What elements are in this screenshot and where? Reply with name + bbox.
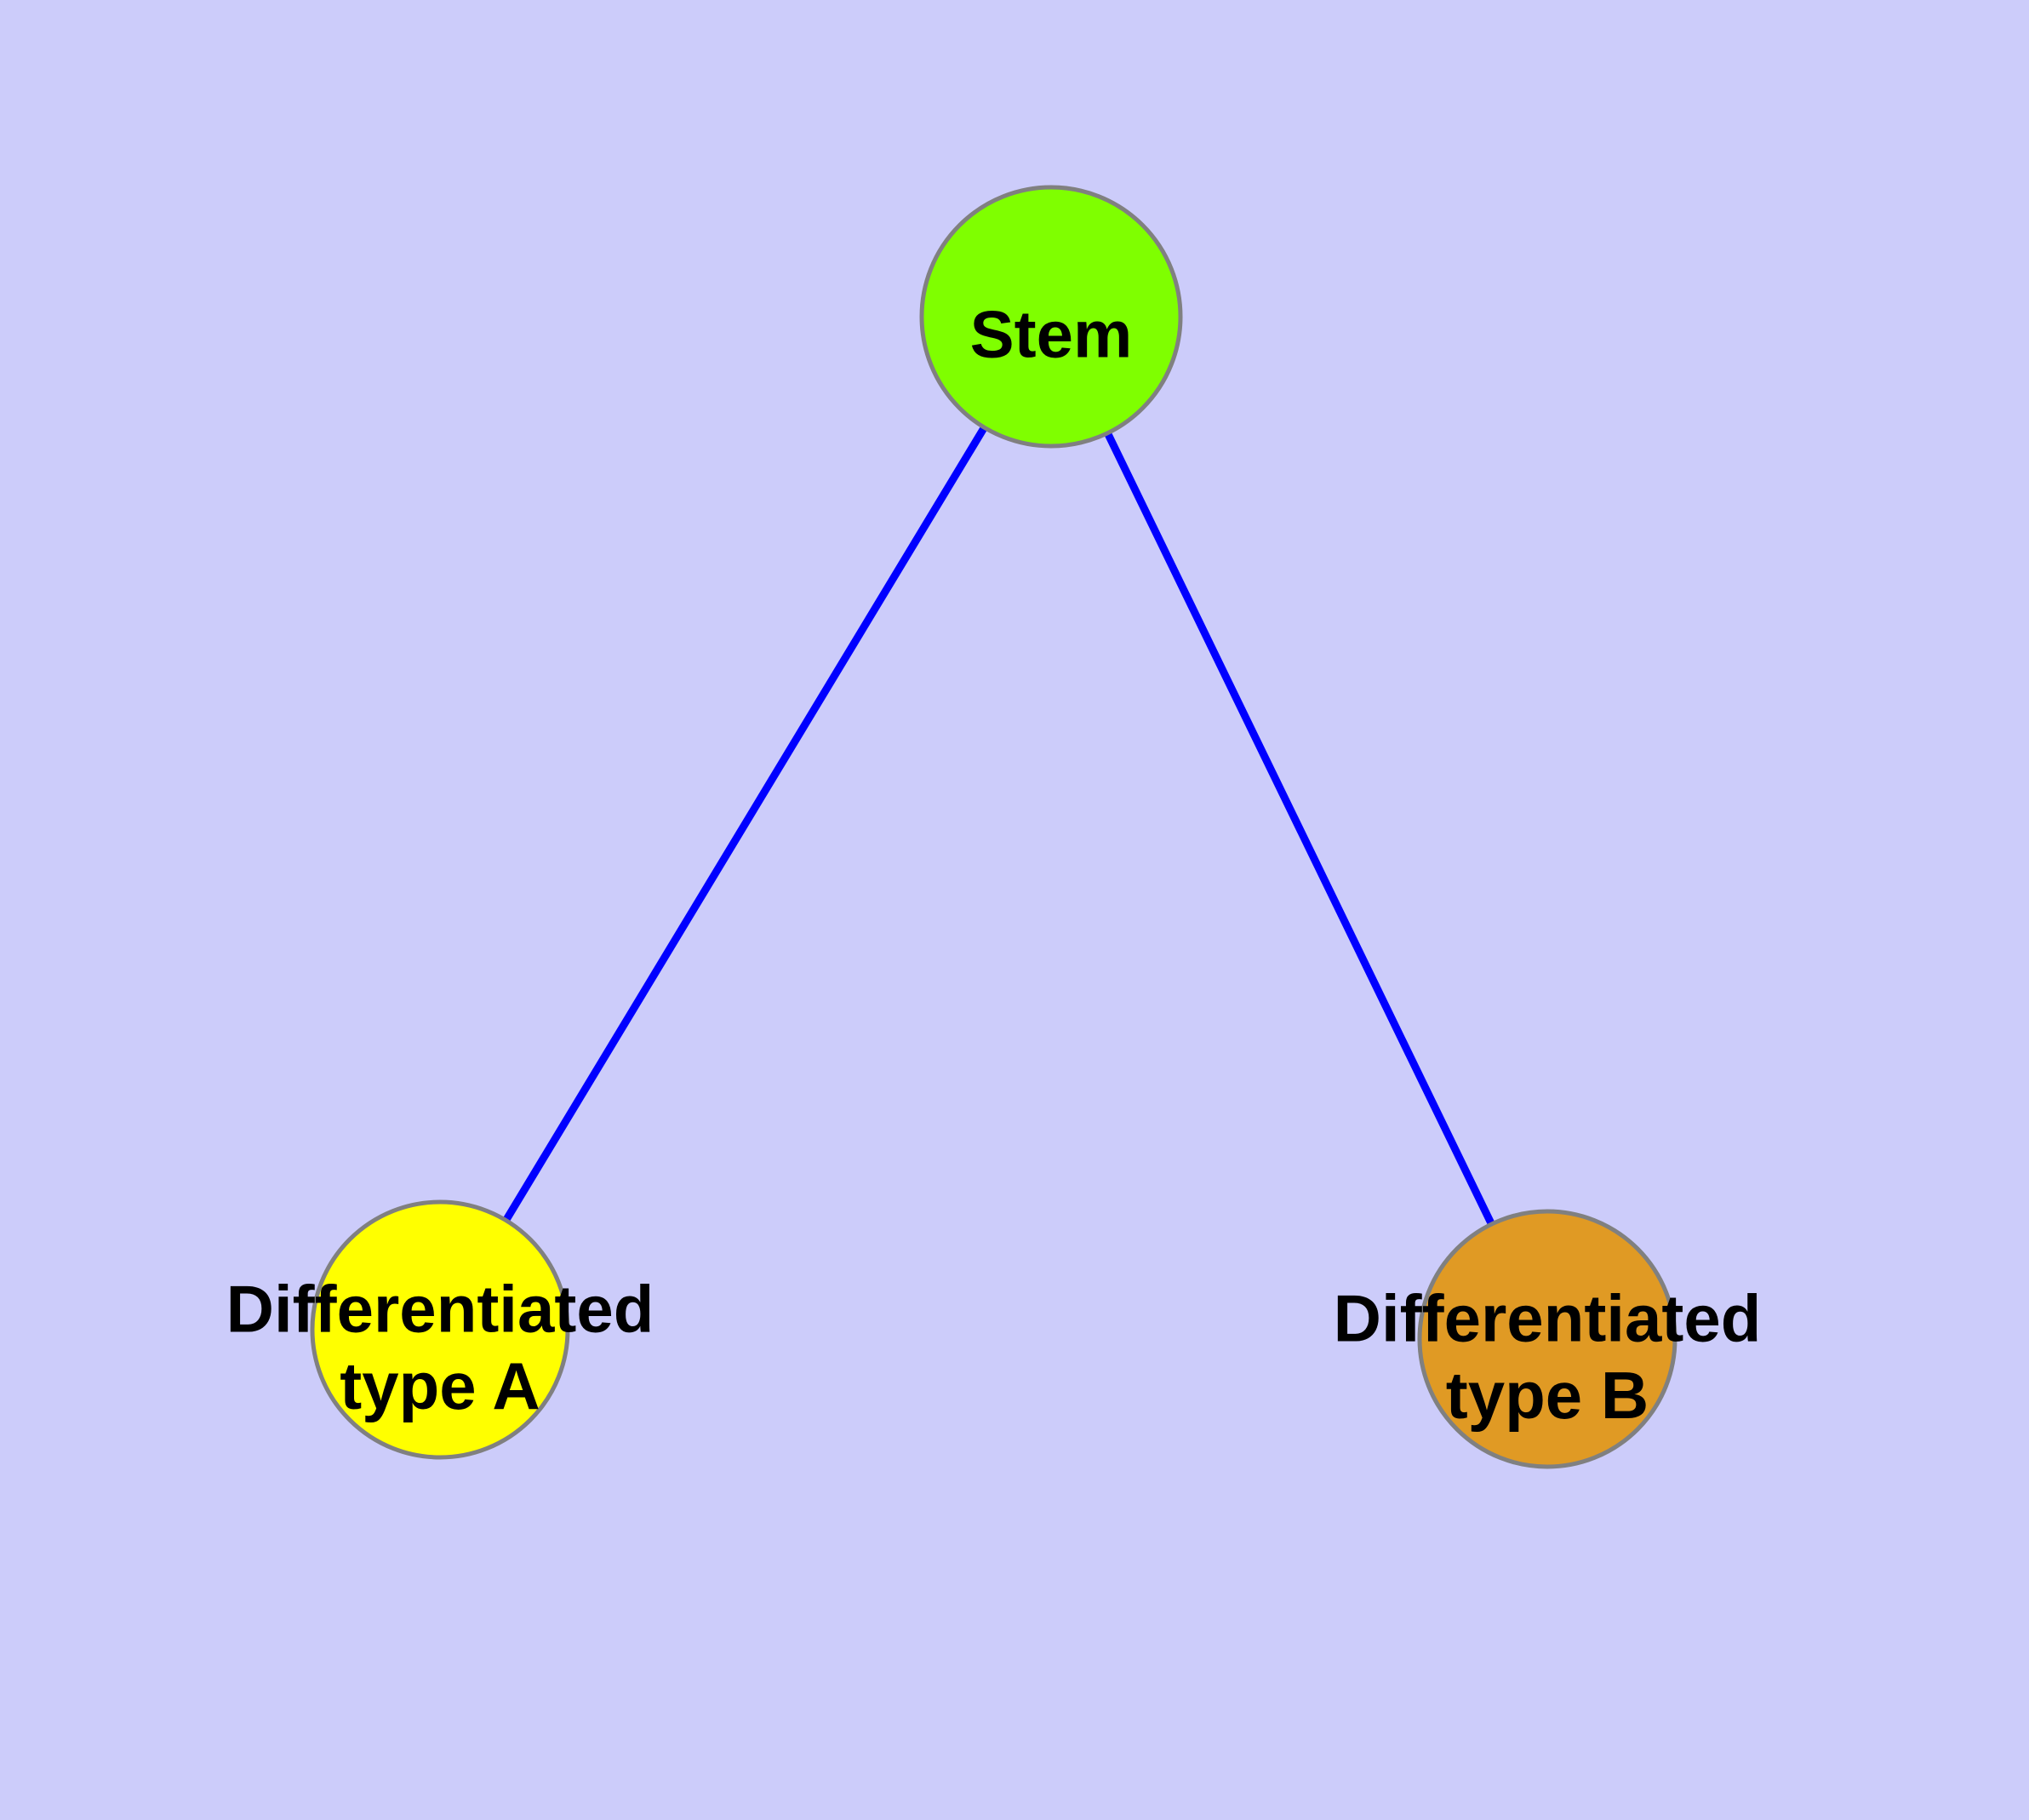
node-differentiated-type-a[interactable] — [310, 1199, 570, 1460]
node-stem-label: Stem — [970, 296, 1133, 371]
label-line: type B — [1446, 1357, 1649, 1432]
edge-stem-to-differentiated-type-b[interactable] — [1104, 431, 1495, 1227]
edge-stem-to-differentiated-type-a[interactable] — [502, 425, 988, 1222]
label-line: Differentiated — [226, 1271, 654, 1346]
node-stem-circle[interactable] — [919, 185, 1183, 449]
nodes-layer — [310, 185, 1677, 1469]
node-differentiated-type-b[interactable] — [1417, 1209, 1677, 1469]
label-line: Stem — [970, 296, 1133, 371]
edges-layer — [502, 425, 1495, 1227]
label-line: Differentiated — [1334, 1280, 1762, 1355]
node-differentiated-type-a-circle[interactable] — [310, 1199, 570, 1460]
node-stem[interactable] — [919, 185, 1183, 449]
label-line: type A — [340, 1348, 540, 1422]
node-differentiated-type-b-circle[interactable] — [1417, 1209, 1677, 1469]
